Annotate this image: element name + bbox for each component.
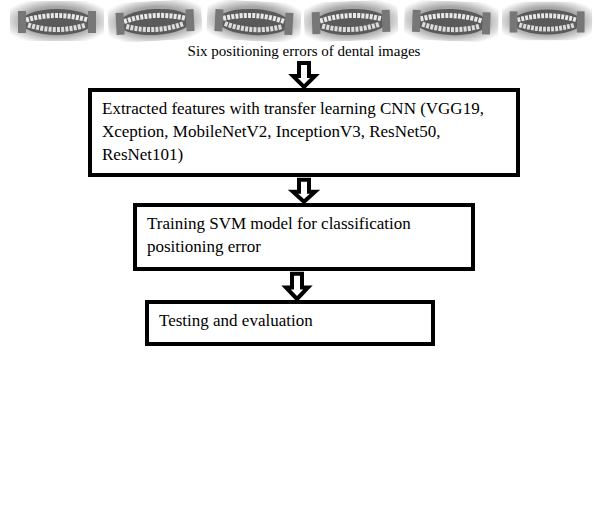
box-text: Training SVM model for classification po… <box>147 213 461 259</box>
process-box: Extracted features with transfer learnin… <box>88 88 520 177</box>
xray-image <box>107 0 203 42</box>
xray-image <box>206 0 302 42</box>
xray-image <box>303 0 398 42</box>
process-box: Training SVM model for classification po… <box>133 203 475 271</box>
xray-image <box>10 1 104 41</box>
flow-arrow <box>293 63 315 87</box>
flow-arrow <box>293 180 315 202</box>
image-caption: Six positioning errors of dental images <box>6 42 602 60</box>
image-strip: Six positioning errors of dental images <box>6 0 602 60</box>
xray-image <box>404 0 499 42</box>
process-box: Testing and evaluation <box>145 300 435 346</box>
box-text: Testing and evaluation <box>159 310 421 333</box>
xray-image <box>502 2 592 40</box>
box-text: Extracted features with transfer learnin… <box>102 98 506 167</box>
flow-arrow <box>286 274 308 299</box>
dental-xray-images <box>6 0 602 42</box>
